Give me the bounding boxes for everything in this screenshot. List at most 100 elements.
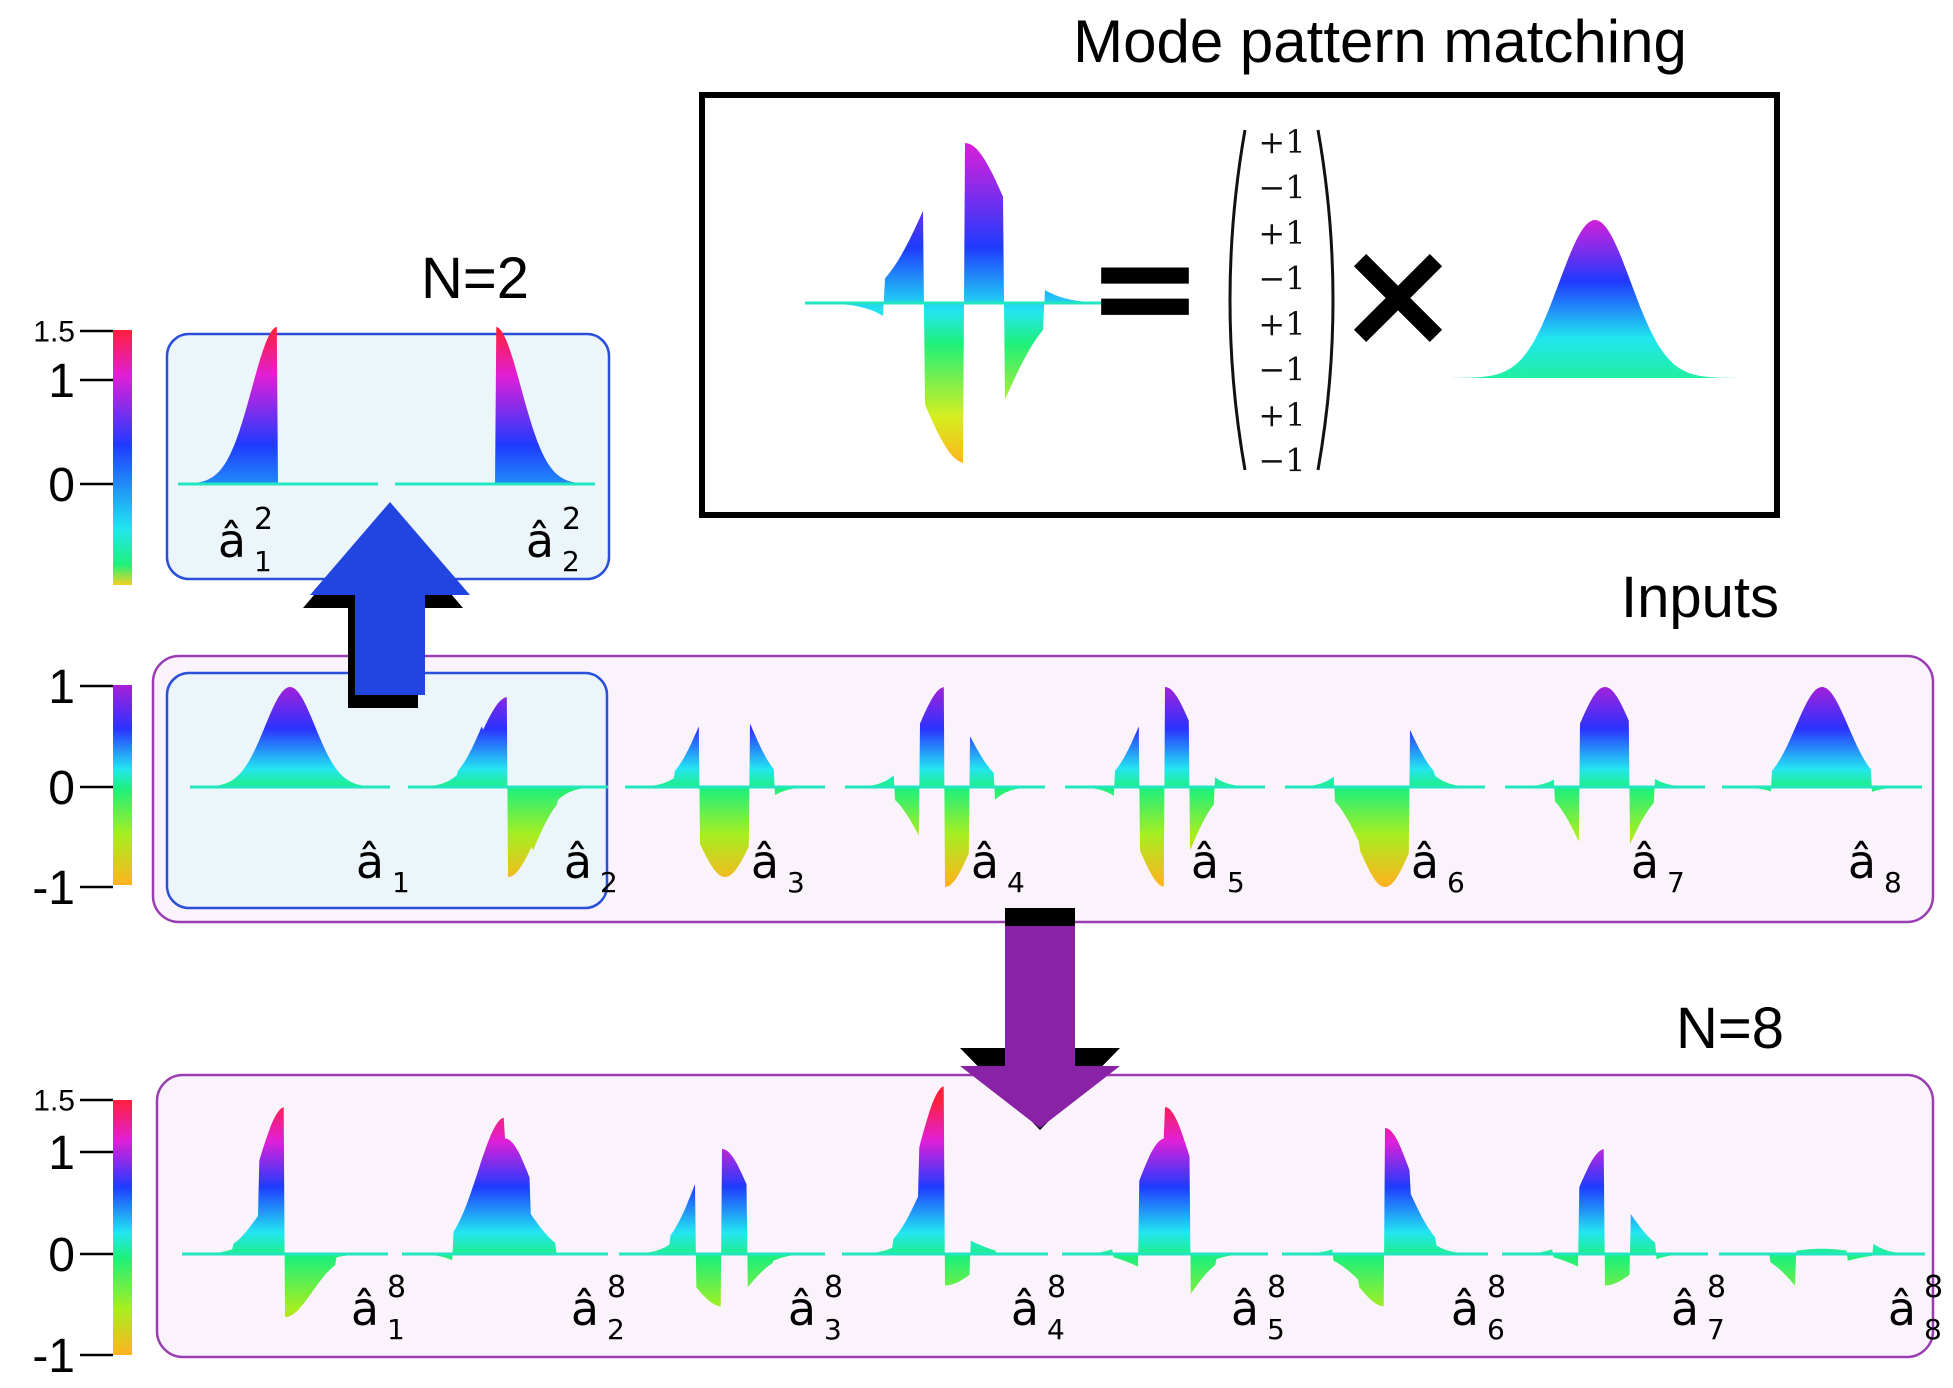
- figure-title: Mode pattern matching: [1073, 8, 1687, 75]
- n8-mode-label-5-subscript: 5: [1267, 1313, 1285, 1346]
- n8-mode-label-2: â: [571, 1282, 599, 1336]
- colorbar-tick-label: 1: [48, 661, 75, 714]
- n2-mode-label-1-superscript: 2: [254, 502, 273, 537]
- n8-mode-3: [619, 1149, 825, 1307]
- vector-entry: +1: [1258, 123, 1305, 161]
- input-mode-label-6-subscript: 6: [1447, 866, 1465, 899]
- input-mode-label-4-subscript: 4: [1007, 866, 1025, 899]
- n8-mode-2: [402, 1117, 608, 1261]
- vector-entry: −1: [1258, 169, 1305, 207]
- colorbar-tick-label: 1.5: [33, 1085, 75, 1118]
- colorbar-tick-label: 0: [48, 762, 75, 815]
- input-mode-label-1-subscript: 1: [392, 866, 410, 899]
- n2-mode-label-2-subscript: 2: [562, 545, 580, 578]
- input-mode-label-2-subscript: 2: [600, 866, 618, 899]
- n8-mode-8: [1719, 1243, 1925, 1286]
- n8-mode-label-1: â: [351, 1282, 379, 1336]
- gaussian-mode: [1435, 220, 1755, 378]
- n8-mode-label-2-superscript: 8: [607, 1270, 626, 1305]
- colorbar-tick-label: -1: [32, 1330, 75, 1383]
- input-mode-1: [190, 687, 390, 789]
- input-mode-label-8-subscript: 8: [1884, 866, 1902, 899]
- colorbar-tick-label: 1: [48, 355, 75, 408]
- input-mode-5: [1065, 687, 1265, 887]
- n8-mode-5: [1062, 1107, 1268, 1294]
- input-mode-label-3-subscript: 3: [787, 866, 805, 899]
- sign-vector: +1 −1 +1 −1 +1 −1 +1 −1: [1258, 123, 1305, 480]
- n8-mode-label-6-subscript: 6: [1487, 1313, 1505, 1346]
- pattern-mode: [805, 143, 1125, 463]
- n2-mode-2: [395, 326, 595, 486]
- n8-mode-4: [842, 1086, 1048, 1286]
- input-mode-label-8: â: [1848, 835, 1876, 889]
- colorbar-middle: 1 0 -1: [32, 661, 132, 915]
- n8-mode-label-3-superscript: 8: [824, 1270, 843, 1305]
- input-mode-6: [1285, 729, 1485, 887]
- n8-label: N=8: [1676, 996, 1784, 1061]
- up-arrow: [310, 502, 470, 695]
- input-mode-label-7: â: [1631, 835, 1659, 889]
- input-mode-8: [1722, 687, 1922, 792]
- n8-mode-label-2-subscript: 2: [607, 1313, 625, 1346]
- vector-entry: −1: [1258, 260, 1305, 298]
- vector-entry: +1: [1258, 214, 1305, 252]
- n8-mode-label-7: â: [1671, 1282, 1699, 1336]
- colorbar-tick-label: 1: [48, 1127, 75, 1180]
- n2-mode-label-2-superscript: 2: [562, 502, 581, 537]
- gaussian-envelope-plot: [1435, 220, 1755, 378]
- input-mode-label-2: â: [564, 835, 592, 889]
- n8-mode-label-4-subscript: 4: [1047, 1313, 1065, 1346]
- colorbar-tick-label: -1: [32, 862, 75, 915]
- vector-entry: +1: [1258, 305, 1305, 343]
- n2-mode-label-1: â: [218, 514, 246, 568]
- n8-mode-label-4-superscript: 8: [1047, 1270, 1066, 1305]
- vector-left-paren: [1228, 129, 1247, 471]
- n8-mode-label-8-superscript: 8: [1924, 1270, 1943, 1305]
- input-mode-label-6: â: [1411, 835, 1439, 889]
- n8-mode-label-6-superscript: 8: [1487, 1270, 1506, 1305]
- equation-pattern-plot: [805, 143, 1125, 463]
- input-mode-3: [625, 723, 825, 877]
- input-mode-4: [845, 687, 1045, 887]
- colorbar-tick-label: 0: [48, 1229, 75, 1282]
- n8-mode-1: [182, 1107, 388, 1317]
- colorbar-tick-label: 0: [48, 459, 75, 512]
- input-mode-label-1: â: [356, 835, 384, 889]
- input-mode-label-5-subscript: 5: [1227, 866, 1245, 899]
- n8-mode-label-1-superscript: 8: [387, 1270, 406, 1305]
- colorbar-tick-label: 1.5: [33, 316, 75, 349]
- down-arrow: [960, 926, 1120, 1128]
- input-mode-7: [1505, 687, 1705, 845]
- n8-mode-label-3: â: [788, 1282, 816, 1336]
- vector-right-paren: [1316, 129, 1335, 471]
- n8-mode-label-5: â: [1231, 1282, 1259, 1336]
- n8-mode-label-7-superscript: 8: [1707, 1270, 1726, 1305]
- input-mode-label-4: â: [971, 835, 999, 889]
- vector-entry: −1: [1258, 351, 1305, 389]
- vector-entry: −1: [1258, 442, 1305, 480]
- input-mode-label-3: â: [751, 835, 779, 889]
- n8-mode-label-8: â: [1888, 1282, 1916, 1336]
- n8-mode-label-7-subscript: 7: [1707, 1313, 1725, 1346]
- n8-mode-label-8-subscript: 8: [1924, 1313, 1942, 1346]
- times-sign: ×: [1335, 207, 1461, 381]
- n8-mode-7: [1502, 1149, 1708, 1286]
- colorbar-top: 1.5 1 0: [33, 316, 132, 585]
- n2-mode-1: [178, 326, 378, 486]
- n8-mode-label-3-subscript: 3: [824, 1313, 842, 1346]
- n2-mode-label-2: â: [526, 514, 554, 568]
- n8-mode-label-1-subscript: 1: [387, 1313, 405, 1346]
- vector-entry: +1: [1258, 396, 1305, 434]
- input-mode-label-5: â: [1191, 835, 1219, 889]
- n2-mode-label-1-subscript: 1: [254, 545, 272, 578]
- colorbar-bottom: 1.5 1 0 -1: [32, 1085, 132, 1383]
- inputs-label: Inputs: [1621, 565, 1779, 630]
- n8-mode-6: [1282, 1128, 1488, 1307]
- n8-mode-label-6: â: [1451, 1282, 1479, 1336]
- equals-sign: =: [1086, 206, 1203, 369]
- n2-label: N=2: [421, 246, 529, 311]
